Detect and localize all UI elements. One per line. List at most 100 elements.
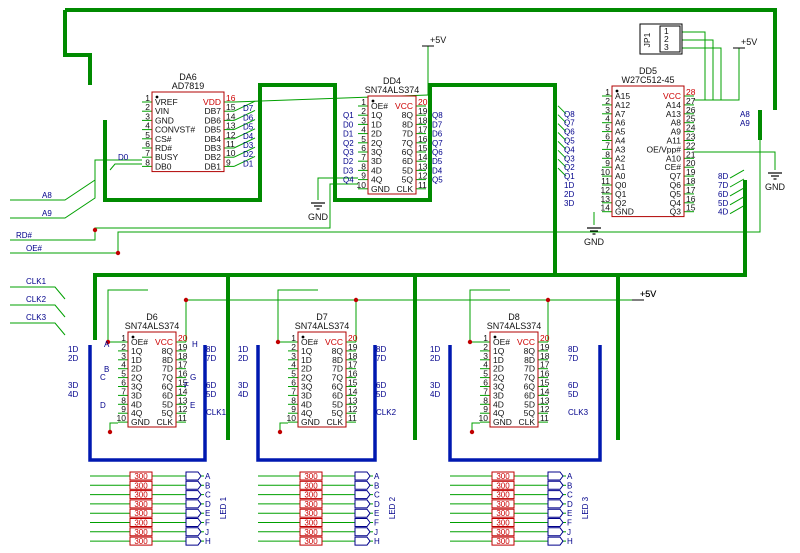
dd4-left-net: D3 [343, 166, 354, 175]
da6-net-d0: D0 [118, 153, 129, 162]
latch-1-pin-num: 2 [121, 342, 126, 352]
dd5-pin-name: Q2 [615, 198, 627, 208]
da6-pin-name: DB2 [204, 152, 221, 162]
led-seg-label: F [567, 519, 572, 528]
resistor-value: 300 [496, 509, 510, 518]
dd5-pin-name: A12 [615, 100, 630, 110]
resistor-value: 300 [496, 528, 510, 537]
bus-layer [63, 8, 777, 462]
latch-3-pin-num: 19 [540, 342, 550, 352]
dd5-pin-name: A8 [671, 118, 682, 128]
latch-2-in: 3D [238, 381, 248, 390]
latch-2-out: 5D [376, 390, 386, 399]
latch-1-gnd [109, 422, 118, 432]
resistor [491, 490, 515, 500]
sig-clk2-wire [10, 304, 66, 318]
latch-1-gnd-dot [107, 429, 113, 435]
resistor-value: 300 [134, 509, 148, 518]
led-segment [185, 480, 202, 490]
latch-2-pin-num: 16 [348, 369, 358, 379]
dd4-pin-num: 20 [418, 97, 428, 107]
resistor-value: 300 [496, 491, 510, 500]
dd4-pin-name: 7D [402, 129, 413, 139]
da6-pin-name: CONVST# [155, 125, 195, 135]
led-group-label: LED 2 [388, 496, 397, 519]
led-segment [354, 527, 371, 537]
dd5-pin-name: A10 [666, 153, 681, 163]
sig-clk1-wire [10, 286, 66, 300]
dd5-right-net: 4D [718, 208, 728, 217]
latch-3-pin-name: 6Q [524, 382, 536, 392]
resistor-value: 300 [304, 509, 318, 518]
resistor-value: 300 [134, 528, 148, 537]
latch-2-pin-num: 10 [287, 413, 297, 423]
dd4-left-net: D1 [343, 130, 354, 139]
latch-2-pin-num: 14 [348, 386, 358, 396]
da6-pin-name: BUSY [155, 152, 178, 162]
dd5-left-low: 2D [564, 190, 574, 199]
dd4-pin-num: 12 [418, 171, 428, 181]
vcc-latch-1-label: +5V [640, 289, 656, 299]
vcc-dd5-label: +5V [741, 37, 757, 47]
led-seg-label: E [567, 509, 572, 518]
da6-net: D4 [243, 132, 254, 141]
latch-1-pin-num: 5 [121, 369, 126, 379]
dd4-pin-name: 8D [402, 119, 413, 129]
led-seg-label: E [374, 509, 379, 518]
latch-1-pin-name: 1D [131, 355, 142, 365]
dd5-right-net: 7D [718, 181, 728, 190]
dd5-left-net: Q8 [564, 110, 575, 119]
latch-3-pin-num: 6 [483, 378, 488, 388]
resistor-value: 300 [304, 537, 318, 546]
latch-1-pin-num: 12 [178, 404, 188, 414]
sig-a8-wire [10, 159, 142, 201]
dd5-addr-a8: A8 [740, 110, 750, 119]
jp1-body [639, 23, 683, 55]
led-seg-label: F [205, 519, 210, 528]
dd5-pin-name: A6 [615, 118, 626, 128]
dd5-bus-entry [557, 105, 567, 115]
dd4-left-net: D0 [343, 120, 354, 129]
resistor-value: 300 [496, 472, 510, 481]
latch-1-pin-name: 7Q [162, 373, 174, 383]
latch-3-pin-num: 3 [483, 351, 488, 361]
dd5-pin-name: A7 [615, 109, 626, 119]
led-segment [185, 527, 202, 537]
dd5-addr-a9: A9 [740, 119, 750, 128]
led-seg-label: J [374, 528, 378, 537]
dd5-pin-num: 11 [601, 176, 610, 186]
resistor [299, 471, 323, 481]
latch-2-clk: CLK2 [376, 408, 397, 417]
latch-3-pin-name: 2D [493, 364, 504, 374]
dd4-pin-name: 1Q [371, 110, 383, 120]
latch-2-pin-name: 6Q [332, 382, 344, 392]
dd5-bus-entry [557, 158, 567, 168]
latch-1-pin-num: 20 [178, 333, 188, 343]
latch-2-gnd-dot [277, 429, 283, 435]
latch-3-pin-num: 18 [540, 351, 550, 361]
dd5-right-entry [729, 196, 745, 206]
jp1-wire [682, 31, 706, 100]
resistor-value: 300 [304, 472, 318, 481]
dd5-pin-name: A1 [615, 162, 626, 172]
latch-2-pin-name: 4D [301, 399, 312, 409]
latch-3-pin-num: 7 [483, 386, 488, 396]
resistor [129, 499, 153, 509]
resistor-value: 300 [304, 519, 318, 528]
sig-clk3: CLK3 [26, 313, 47, 322]
led-seg-label: B [205, 481, 210, 490]
latch-3-pin-num: 5 [483, 369, 488, 379]
dd5-pin-name: A4 [615, 136, 626, 146]
jp1-wire [682, 47, 722, 100]
latch-3-pin-name: 4D [493, 399, 504, 409]
resistor-value: 300 [496, 481, 510, 490]
da6-pin-name: DB5 [204, 125, 221, 135]
da6-part: AD7819 [172, 81, 205, 91]
latch-2-pin-num: 4 [291, 360, 296, 370]
sig-a9-wire [10, 159, 142, 219]
da6-pin-num: 12 [226, 130, 236, 140]
led-seg-label: C [205, 491, 211, 500]
wire-layer [10, 31, 776, 542]
